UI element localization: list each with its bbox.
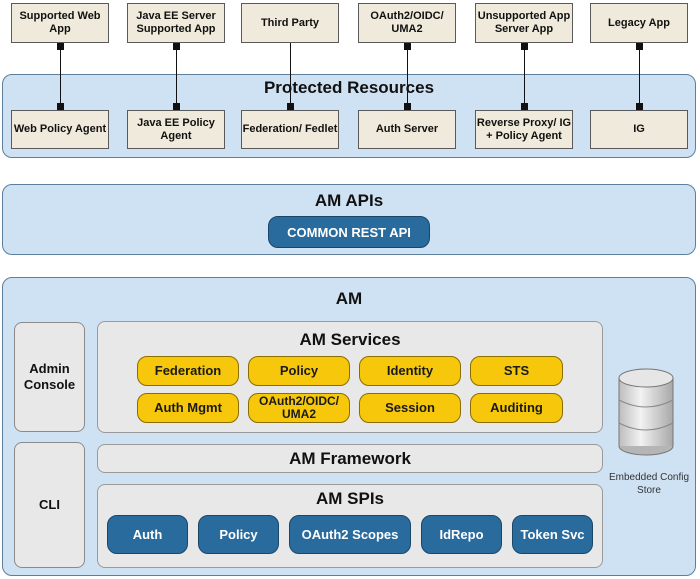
connector-line (407, 43, 408, 110)
connector-end (404, 43, 411, 50)
spi-token-svc: Token Svc (512, 515, 593, 554)
common-rest-api: COMMON REST API (268, 216, 430, 248)
service-federation: Federation (137, 356, 239, 386)
agent-ig: IG (590, 110, 688, 149)
spi-label: Auth (132, 527, 163, 542)
service-label: Session (385, 400, 435, 415)
spi-label: IdRepo (439, 527, 484, 542)
app-label: Java EE Server Supported App (136, 10, 216, 35)
cli-label: CLI (39, 497, 60, 512)
spi-oauth2-scopes: OAuth2 Scopes (289, 515, 411, 554)
connector-end (57, 103, 64, 110)
connector-line (60, 43, 61, 110)
connector-line (176, 43, 177, 110)
app-label: Legacy App (608, 16, 670, 29)
agent-label: Federation/ Fedlet (242, 123, 338, 135)
service-policy: Policy (248, 356, 350, 386)
connector-end (173, 103, 180, 110)
spi-idrepo: IdRepo (421, 515, 502, 554)
app-label: Unsupported App Server App (477, 10, 571, 35)
cli: CLI (14, 442, 85, 568)
am-spis-title: AM SPIs (315, 489, 385, 508)
connector-end (287, 103, 294, 110)
connector-end (57, 43, 64, 50)
spi-label: Token Svc (520, 527, 585, 542)
spi-label: OAuth2 Scopes (301, 527, 399, 542)
agent-reverse-proxy-ig: Reverse Proxy/ IG + Policy Agent (475, 110, 573, 149)
service-label: Auditing (490, 400, 543, 415)
database-icon-graphic (618, 368, 674, 456)
app-oauth2-oidc-uma2: OAuth2/OIDC/ UMA2 (358, 3, 456, 43)
connector-end (404, 103, 411, 110)
agent-auth-server: Auth Server (358, 110, 456, 149)
spi-policy: Policy (198, 515, 279, 554)
service-session: Session (359, 393, 461, 423)
database-icon (617, 368, 675, 458)
common-rest-api-label: COMMON REST API (287, 224, 411, 240)
service-auditing: Auditing (470, 393, 563, 423)
app-label: Supported Web App (19, 10, 101, 35)
app-legacy-app: Legacy App (590, 3, 688, 43)
agent-label: Auth Server (375, 123, 439, 135)
connector-end (636, 103, 643, 110)
service-identity: Identity (359, 356, 461, 386)
service-label: OAuth2/OIDC/ UMA2 (259, 394, 339, 421)
app-supported-web-app: Supported Web App (11, 3, 109, 43)
am-services-title: AM Services (299, 330, 401, 349)
agent-federation-fedlet: Federation/ Fedlet (241, 110, 339, 149)
service-label: Auth Mgmt (154, 400, 222, 415)
connector-end (636, 43, 643, 50)
am-apis-title: AM APIs (314, 191, 384, 210)
agent-label: IG (633, 123, 645, 135)
am-framework: AM Framework (97, 444, 603, 473)
config-store-caption: Embedded Config Store (608, 472, 690, 496)
service-oauth2-oidc-uma2: OAuth2/OIDC/ UMA2 (248, 393, 350, 423)
connector-end (521, 103, 528, 110)
service-label: STS (503, 363, 530, 378)
service-sts: STS (470, 356, 563, 386)
spi-label: Policy (219, 527, 258, 542)
admin-console: Admin Console (14, 322, 85, 432)
agent-label: Reverse Proxy/ IG + Policy Agent (476, 116, 572, 142)
spi-auth: Auth (107, 515, 188, 554)
am-title: AM (335, 289, 363, 308)
agent-label: Web Policy Agent (13, 123, 107, 135)
app-label: OAuth2/OIDC/ UMA2 (370, 10, 444, 35)
service-label: Federation (154, 363, 222, 378)
agent-label: Java EE Policy Agent (137, 116, 215, 142)
app-third-party: Third Party (241, 3, 339, 43)
app-unsupported-app-server: Unsupported App Server App (475, 3, 573, 43)
connector-line (290, 43, 291, 110)
protected-resources-panel (2, 74, 696, 158)
connector-end (173, 43, 180, 50)
connector-line (524, 43, 525, 110)
connector-end (521, 43, 528, 50)
app-java-ee-supported-app: Java EE Server Supported App (127, 3, 225, 43)
app-label: Third Party (260, 16, 320, 29)
service-label: Policy (279, 363, 319, 378)
agent-java-ee-policy: Java EE Policy Agent (127, 110, 225, 149)
agent-web-policy: Web Policy Agent (11, 110, 109, 149)
admin-console-label: Admin Console (23, 361, 76, 392)
am-framework-title: AM Framework (289, 448, 411, 468)
protected-resources-title: Protected Resources (263, 78, 435, 97)
service-label: Identity (386, 363, 434, 378)
connector-line (639, 43, 640, 110)
service-auth-mgmt: Auth Mgmt (137, 393, 239, 423)
